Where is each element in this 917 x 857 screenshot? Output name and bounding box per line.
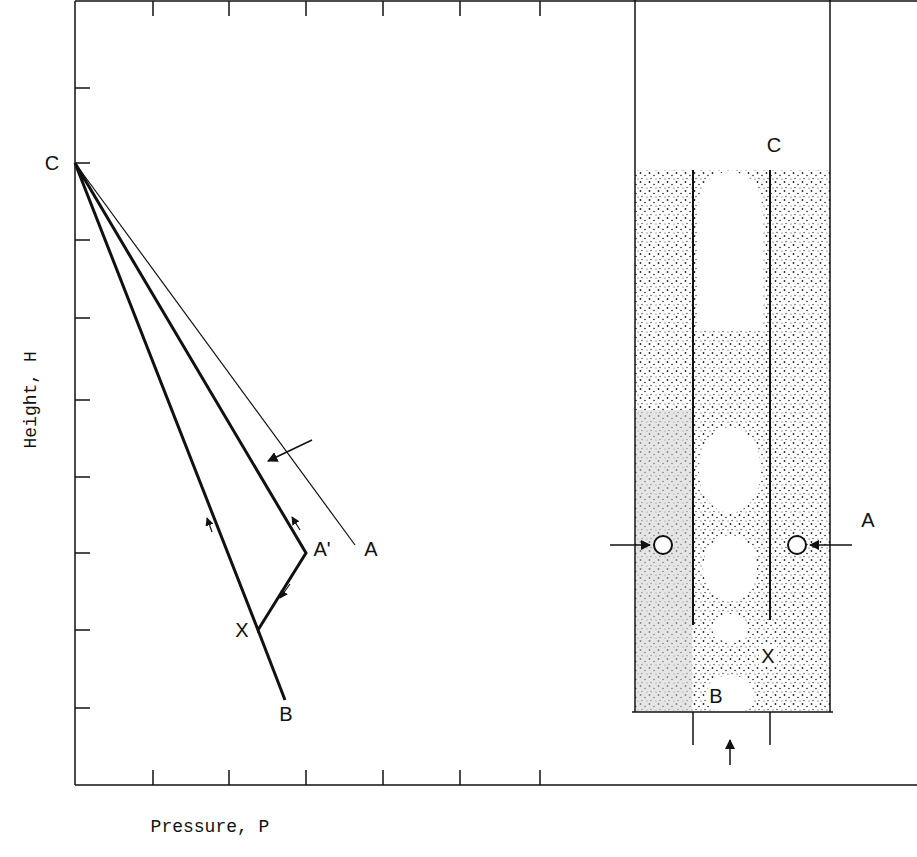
- point-label: X: [235, 619, 248, 641]
- point-label: A: [364, 538, 377, 560]
- fluidized-bed: [610, 0, 852, 765]
- axis-label: Pressure, P: [151, 818, 270, 838]
- chart-axes: [75, 1, 917, 785]
- point-label: X: [759, 645, 776, 667]
- point-label: A': [313, 538, 330, 560]
- pressure-profile: [75, 163, 355, 700]
- point-label: C: [45, 152, 59, 174]
- point-label: B: [709, 685, 722, 707]
- axis-label: Height, H: [22, 351, 42, 448]
- point-label: C: [767, 134, 781, 156]
- point-label: B: [279, 703, 292, 725]
- point-label: A: [861, 509, 874, 531]
